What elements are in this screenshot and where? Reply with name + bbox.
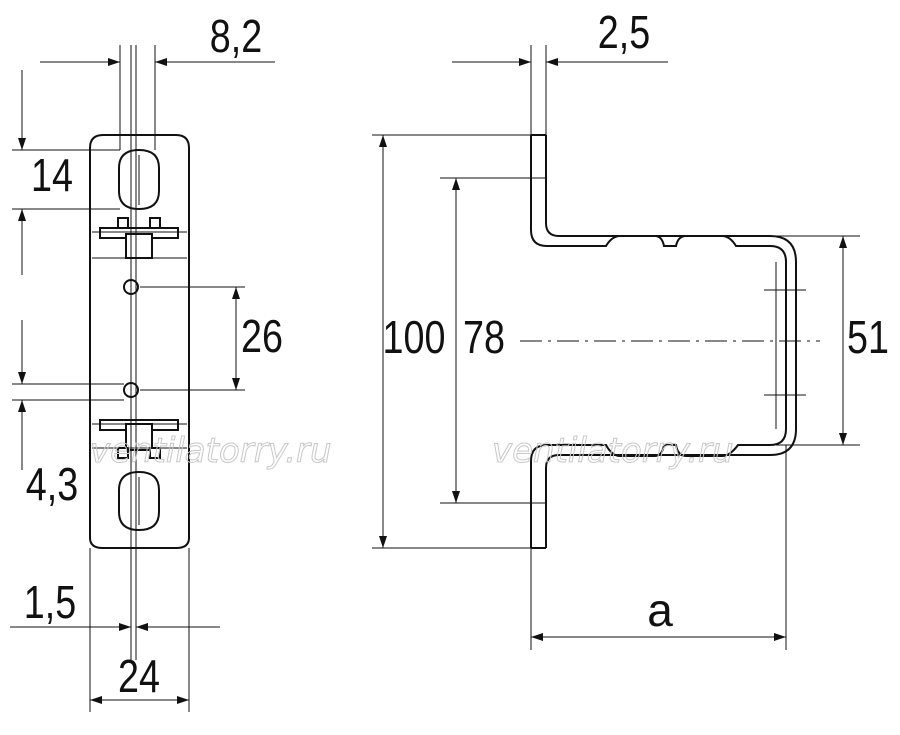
watermark-right: ventilatorry.ru (492, 431, 734, 471)
dim-offset-height: 51 (847, 312, 889, 363)
dim-sheet-thickness: 2,5 (598, 6, 650, 57)
dim-inner-height: 78 (463, 312, 505, 363)
dim-slot-height: 14 (31, 150, 73, 201)
dim-thickness-side: 1,5 (24, 576, 76, 627)
dim-overall-height: 100 (383, 312, 446, 363)
dim-depth: a (647, 584, 673, 636)
front-view: 8,2 14 26 4,3 1,5 24 (10, 10, 283, 712)
dim-hole-diameter: 4,3 (26, 459, 78, 510)
upper-tab (92, 217, 187, 259)
dim-thickness-top: 8,2 (210, 10, 262, 61)
watermark-left: ventilatorry.ru (90, 431, 332, 471)
dim-width: 24 (118, 650, 160, 701)
dim-hole-spacing: 26 (241, 311, 283, 362)
bracket-profile-inner (545, 135, 797, 548)
side-view: 2,5 100 78 51 a (372, 6, 889, 650)
lower-tab (92, 419, 187, 459)
